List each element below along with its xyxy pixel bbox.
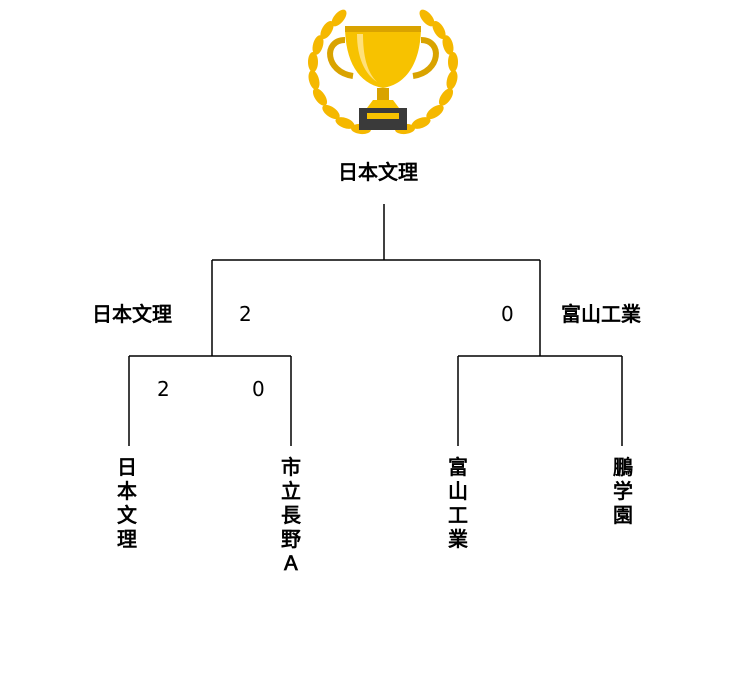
team-name: 鵬学園 — [613, 455, 633, 527]
team-name: 富山工業 — [448, 455, 468, 551]
semi-right-name: 富山工業 — [561, 302, 641, 326]
champion-name: 日本文理 — [338, 160, 418, 184]
r1-left-team2-score: 0 — [252, 377, 266, 401]
semi-left-score: 2 — [239, 302, 253, 326]
semi-right-score: 0 — [501, 302, 515, 326]
team-name: 日本文理 — [117, 455, 137, 551]
team-name: 市立長野Ａ — [281, 455, 301, 575]
trophy-icon — [308, 9, 458, 135]
semi-left-name: 日本文理 — [92, 302, 172, 326]
r1-left-team1-score: 2 — [157, 377, 171, 401]
